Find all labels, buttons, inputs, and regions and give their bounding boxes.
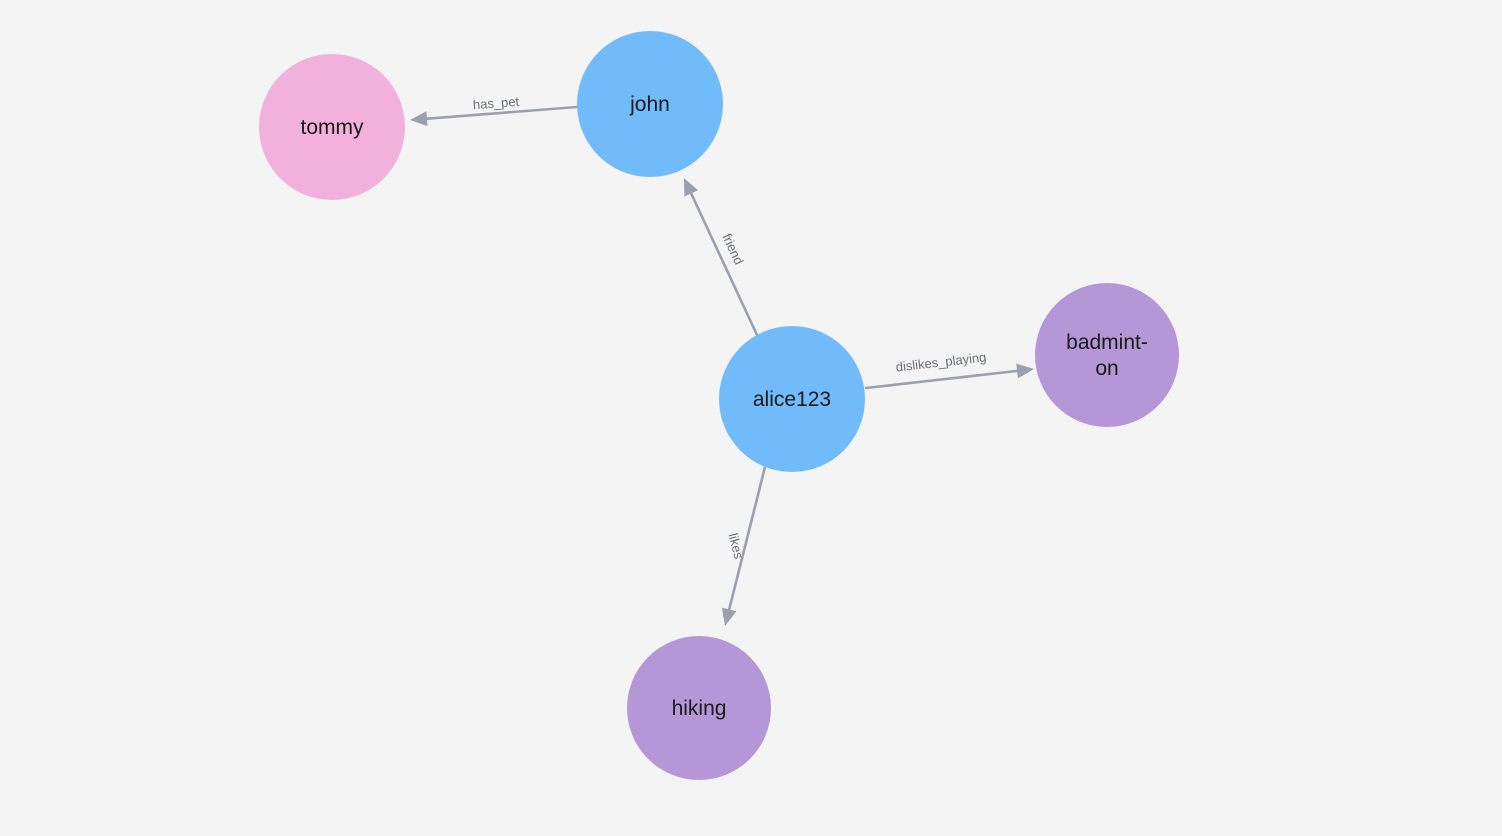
node-circle[interactable] [627,636,771,780]
edge-arrowhead [684,178,698,197]
edge-arrowhead [410,111,428,127]
graph-node-john[interactable]: john [577,31,723,177]
node-circle[interactable] [577,31,723,177]
graph-node-hiking[interactable]: hiking [627,636,771,780]
node-circle[interactable] [259,54,405,200]
edge-line [422,105,579,121]
node-circle[interactable] [719,326,865,472]
graph-node-alice123[interactable]: alice123 [719,326,865,472]
node-circle[interactable] [1035,283,1179,427]
edge-line [688,189,759,337]
edge-arrowhead [1016,363,1034,379]
edge-arrowhead [721,607,737,626]
edge-line [727,465,767,614]
edge-line [864,369,1022,390]
graph-node-badminton[interactable]: badmint-on [1035,283,1179,427]
graph-node-tommy[interactable]: tommy [259,54,405,200]
